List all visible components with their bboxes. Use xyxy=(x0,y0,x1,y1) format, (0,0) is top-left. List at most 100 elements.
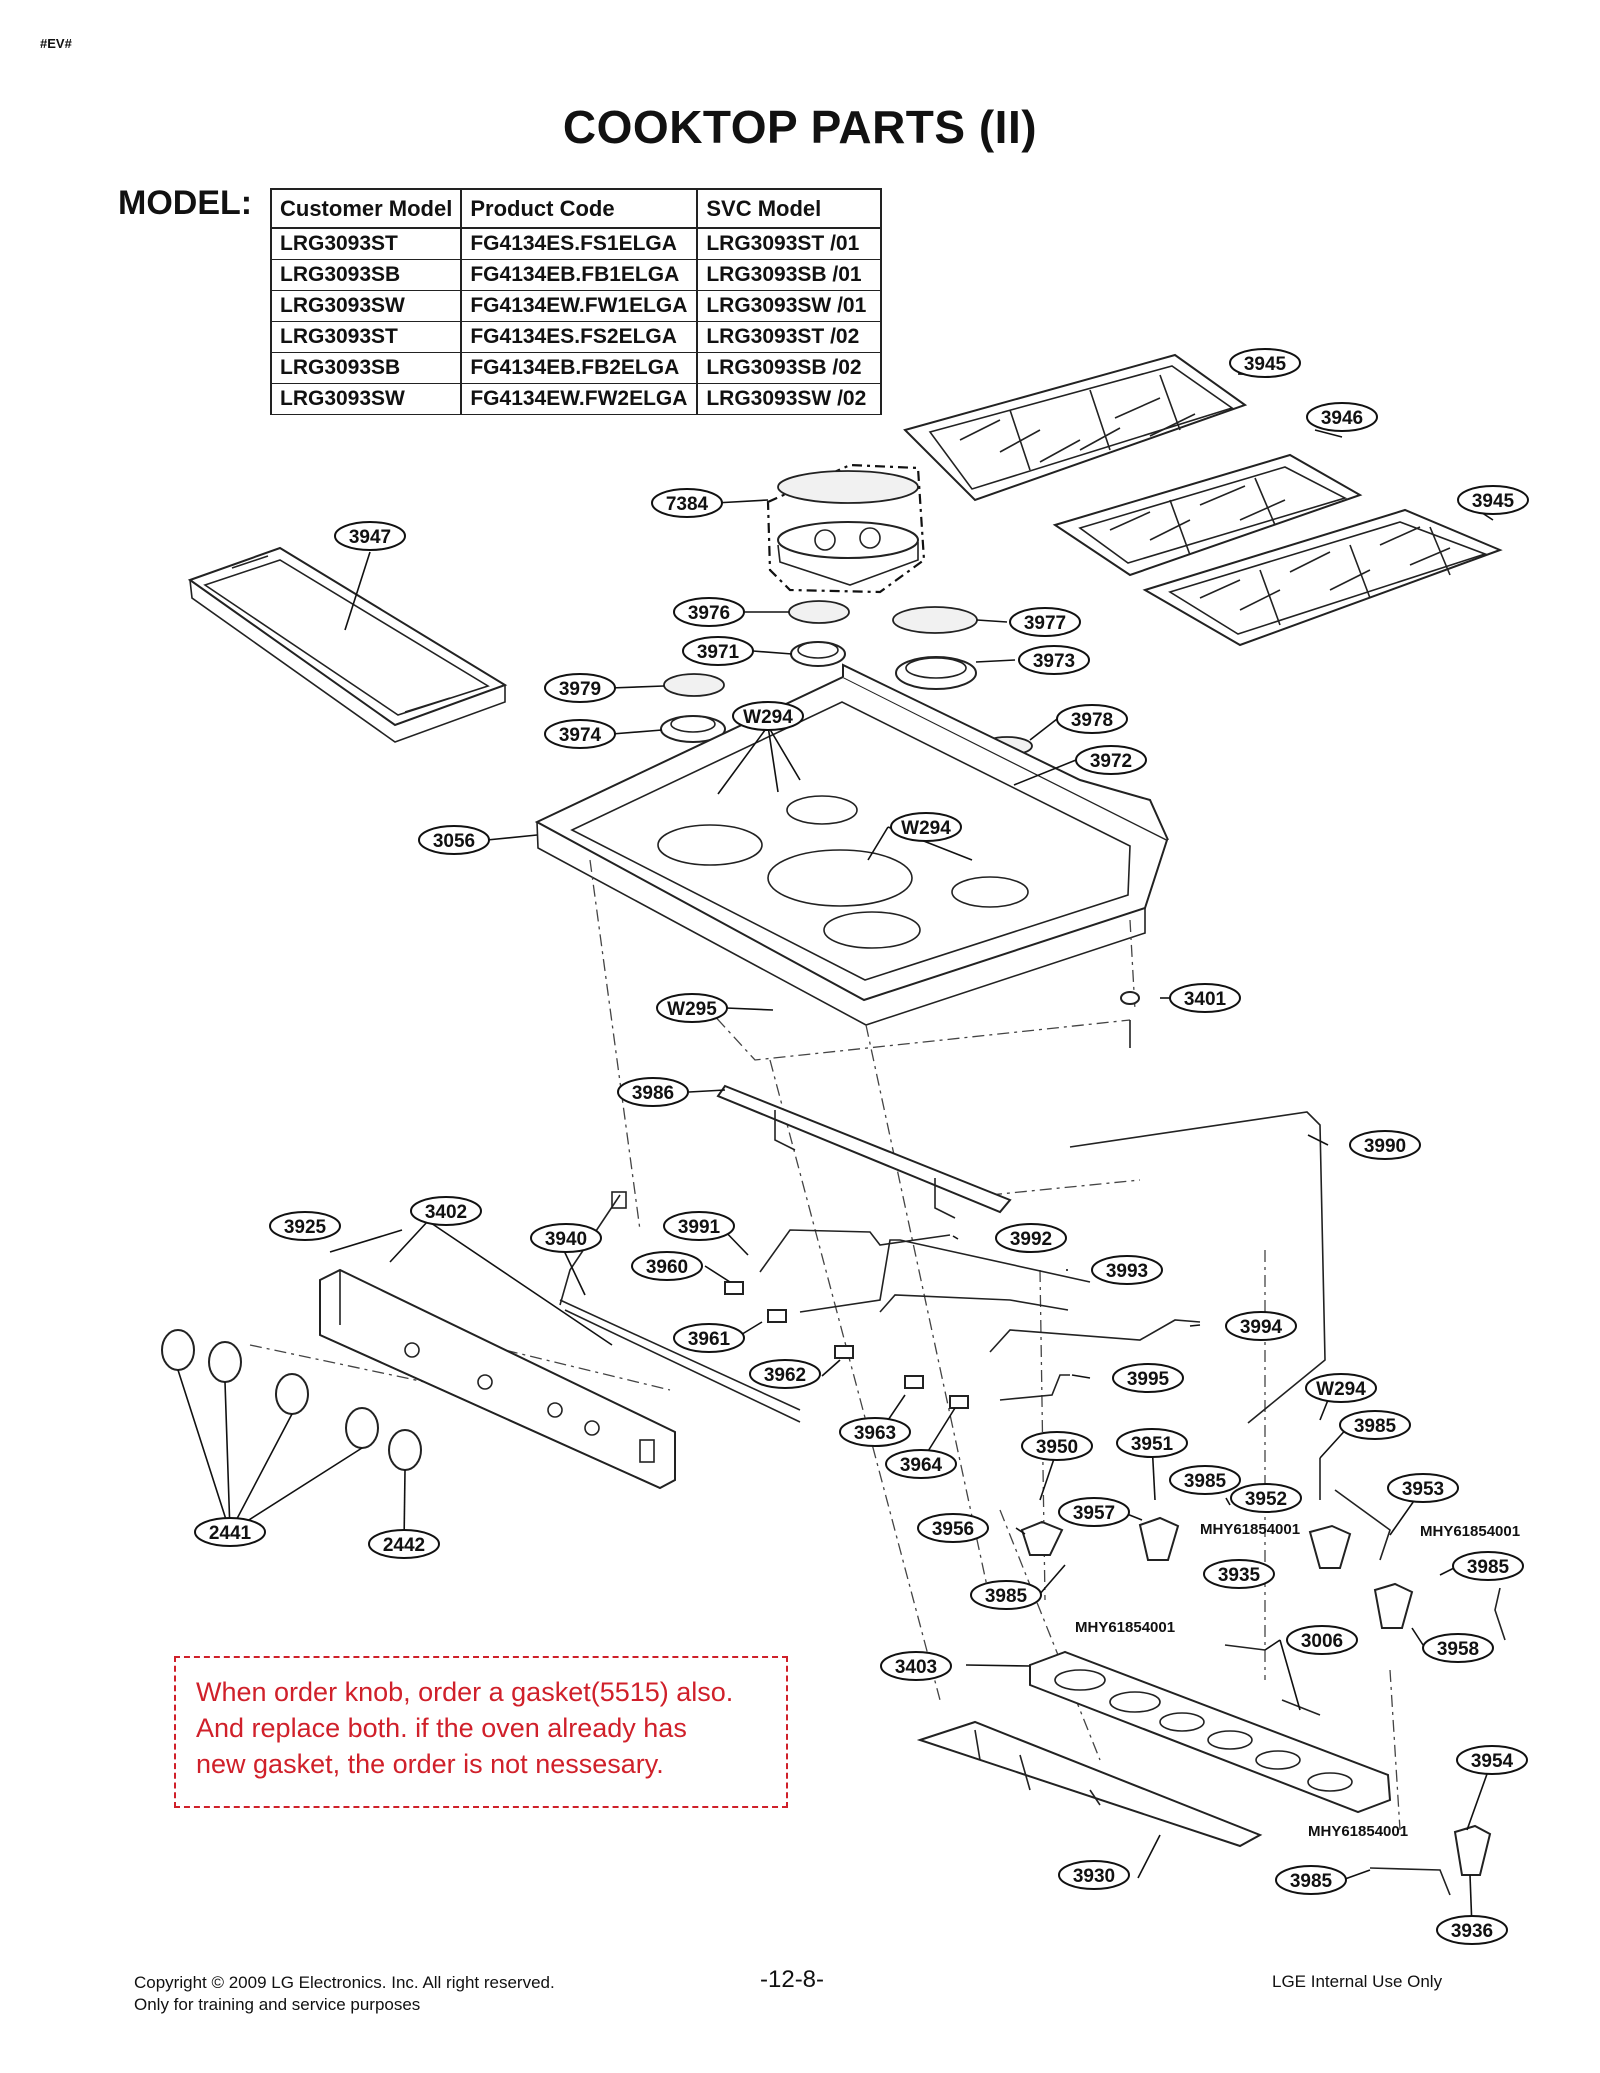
callout-3936: 3936 xyxy=(1436,1915,1508,1945)
table-cell: LRG3093ST /02 xyxy=(696,321,883,353)
callout-w294: W294 xyxy=(890,812,962,842)
model-label: MODEL: xyxy=(118,184,253,222)
internal-use-label: LGE Internal Use Only xyxy=(1272,1972,1443,1991)
svg-text:3946: 3946 xyxy=(1321,408,1363,429)
callout-3972: 3972 xyxy=(1075,745,1147,775)
svg-text:3947: 3947 xyxy=(349,527,391,548)
svg-text:3401: 3401 xyxy=(1184,989,1227,1010)
svg-text:3958: 3958 xyxy=(1437,1639,1479,1660)
svg-text:3974: 3974 xyxy=(559,725,602,746)
callout-3951: 3951 xyxy=(1116,1428,1188,1458)
svg-text:3403: 3403 xyxy=(895,1657,937,1678)
footer-copyright: Copyright © 2009 LG Electronics. Inc. Al… xyxy=(134,1972,555,2016)
svg-text:3056: 3056 xyxy=(433,831,475,852)
burner-cap-3976 xyxy=(788,600,850,624)
callout-3985: 3985 xyxy=(1275,1865,1347,1895)
svg-text:3962: 3962 xyxy=(764,1365,806,1386)
gas-tubes xyxy=(759,1229,1201,1401)
callout-2441: 2441 xyxy=(194,1517,266,1547)
callout-3925: 3925 xyxy=(269,1211,341,1241)
callout-3964: 3964 xyxy=(885,1449,957,1479)
callout-3954: 3954 xyxy=(1456,1745,1528,1775)
callout-3977: 3977 xyxy=(1009,607,1081,637)
callout-3990: 3990 xyxy=(1349,1130,1421,1160)
table-cell: LRG3093SW xyxy=(269,383,463,415)
svg-text:3993: 3993 xyxy=(1106,1261,1148,1282)
callout-3940: 3940 xyxy=(530,1223,602,1253)
burner-box-3403 xyxy=(1029,1650,1392,1814)
table-cell: LRG3093ST xyxy=(269,321,463,353)
note-line: And replace both. if the oven already ha… xyxy=(196,1713,687,1743)
igniter-switch-harness-3940 xyxy=(559,1191,801,1423)
callout-2442: 2442 xyxy=(368,1529,440,1559)
svg-text:3957: 3957 xyxy=(1073,1503,1115,1524)
svg-text:W294: W294 xyxy=(901,818,951,839)
callout-3935: 3935 xyxy=(1203,1559,1275,1589)
svg-text:3006: 3006 xyxy=(1301,1631,1343,1652)
table-cell: LRG3093SW xyxy=(269,290,463,322)
table-cell: FG4134ES.FS2ELGA xyxy=(460,321,699,353)
callout-3979: 3979 xyxy=(544,673,616,703)
burner-valve-assemblies xyxy=(1020,1458,1506,1896)
callout-w295: W295 xyxy=(656,993,728,1023)
gas-tube-3990 xyxy=(1069,1111,1326,1424)
part-drawings xyxy=(161,353,1506,1896)
table-cell: LRG3093SB xyxy=(269,352,463,384)
callout-3957: 3957 xyxy=(1058,1497,1130,1527)
bottom-plate-3930 xyxy=(916,1720,1263,1848)
callout-w294: W294 xyxy=(1305,1373,1377,1403)
spacer-rods-3006 xyxy=(1224,1644,1321,1716)
model-table: Customer Model Product Code SVC Model LR… xyxy=(269,188,883,415)
svg-text:3953: 3953 xyxy=(1402,1479,1444,1500)
callout-3401: 3401 xyxy=(1169,983,1241,1013)
svg-text:3951: 3951 xyxy=(1131,1434,1174,1455)
table-row: LRG3093SW FG4134EW.FW2ELGA LRG3093SW /02 xyxy=(269,383,883,415)
griddle-3947 xyxy=(187,546,508,743)
callout-3974: 3974 xyxy=(544,719,616,749)
svg-text:3402: 3402 xyxy=(425,1202,467,1223)
callout-3956: 3956 xyxy=(917,1513,989,1543)
svg-text:3990: 3990 xyxy=(1364,1136,1406,1157)
callout-3958: 3958 xyxy=(1422,1633,1494,1663)
svg-text:3954: 3954 xyxy=(1471,1751,1514,1772)
svg-text:3986: 3986 xyxy=(632,1083,674,1104)
callout-3985: 3985 xyxy=(1452,1551,1524,1581)
cooktop-3056 xyxy=(534,663,1169,1026)
table-row: LRG3093SB FG4134EB.FB2ELGA LRG3093SB /02 xyxy=(269,352,883,384)
callout-3985: 3985 xyxy=(970,1580,1042,1610)
callout-3953: 3953 xyxy=(1387,1473,1459,1503)
note-line: new gasket, the order is not nessesary. xyxy=(196,1749,664,1779)
callout-3402: 3402 xyxy=(410,1196,482,1226)
control-panel-3925 xyxy=(319,1268,676,1490)
callout-3962: 3962 xyxy=(749,1359,821,1389)
callout-3056: 3056 xyxy=(418,825,490,855)
column-header: Product Code xyxy=(460,188,699,229)
svg-text:3985: 3985 xyxy=(1354,1416,1397,1437)
model-table-header: Customer Model Product Code SVC Model xyxy=(269,188,883,229)
callout-3995: 3995 xyxy=(1112,1363,1184,1393)
svg-text:3985: 3985 xyxy=(985,1586,1028,1607)
svg-text:3979: 3979 xyxy=(559,679,601,700)
part-number-label: MHY61854001 xyxy=(1308,1823,1408,1840)
svg-text:3925: 3925 xyxy=(284,1217,327,1238)
callout-3993: 3993 xyxy=(1091,1255,1163,1285)
table-cell: FG4134EW.FW2ELGA xyxy=(460,383,699,415)
burner-grate-3945-bottom xyxy=(1142,508,1503,647)
svg-text:3985: 3985 xyxy=(1184,1471,1227,1492)
svg-text:3973: 3973 xyxy=(1033,651,1075,672)
page-number: -12-8- xyxy=(760,1966,825,1993)
svg-text:3956: 3956 xyxy=(932,1519,974,1540)
svg-text:7384: 7384 xyxy=(666,494,709,515)
part-number-label: MHY61854001 xyxy=(1200,1521,1300,1538)
page-title: COOKTOP PARTS (II) xyxy=(562,101,1038,153)
svg-text:3978: 3978 xyxy=(1071,710,1113,731)
svg-text:3985: 3985 xyxy=(1467,1557,1510,1578)
svg-text:3971: 3971 xyxy=(697,642,740,663)
callout-3994: 3994 xyxy=(1225,1311,1297,1341)
table-cell: LRG3093SW /02 xyxy=(696,383,883,415)
svg-text:3961: 3961 xyxy=(688,1329,731,1350)
table-row: LRG3093SB FG4134EB.FB1ELGA LRG3093SB /01 xyxy=(269,259,883,291)
svg-text:3945: 3945 xyxy=(1244,354,1287,375)
